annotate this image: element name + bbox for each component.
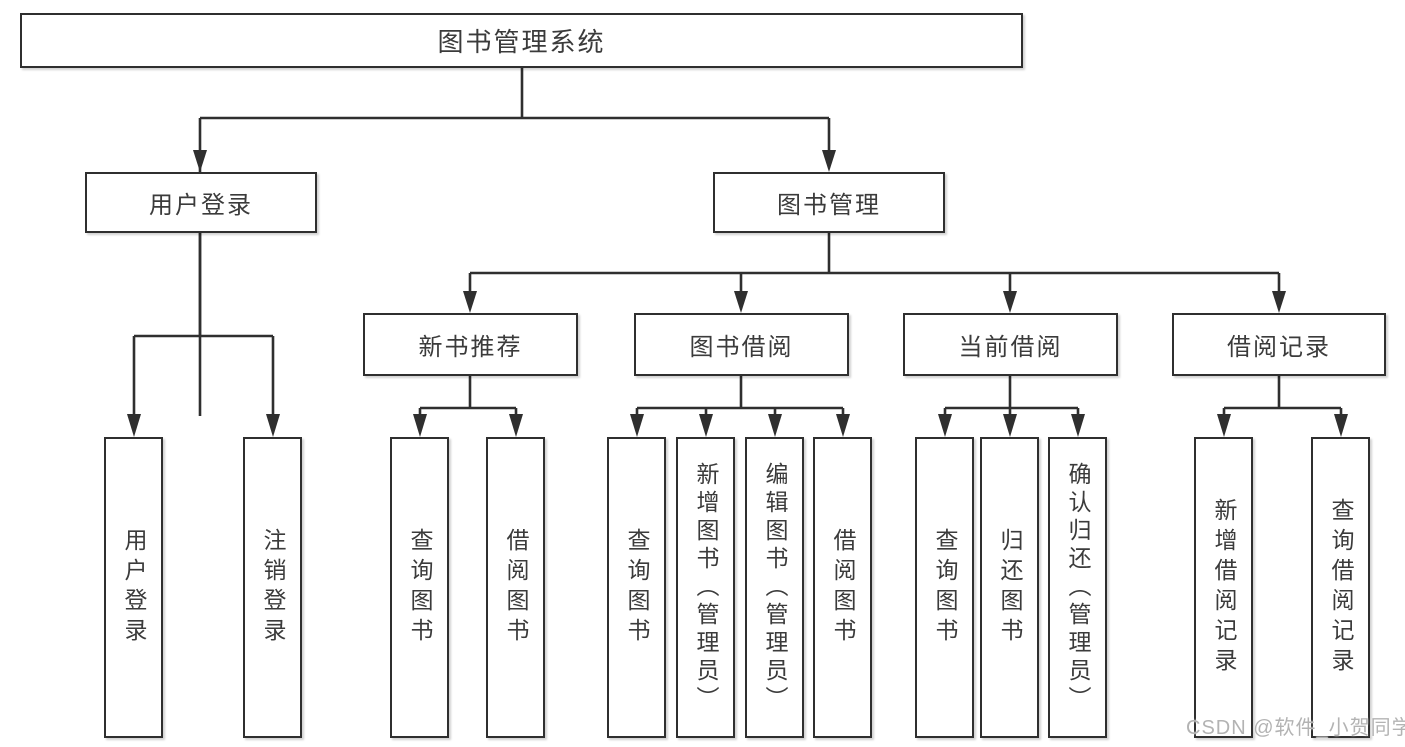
node-library-management-system: 图书管理系统: [20, 13, 1023, 68]
leaf-add-books-admin: 新增图书（管理员）: [676, 437, 735, 738]
leaf-borrow-books: 借阅图书: [813, 437, 872, 738]
node-current-borrowing: 当前借阅: [903, 313, 1118, 376]
leaf-logout-login: 注销登录: [243, 437, 302, 738]
leaf-add-borrow-record: 新增借阅记录: [1194, 437, 1253, 738]
leaf-borrow-books-recommend: 借阅图书: [486, 437, 545, 738]
connector-new-book-children: [413, 376, 523, 437]
connector-user-login-children: [127, 233, 280, 437]
node-new-book-recommend: 新书推荐: [363, 313, 578, 376]
node-user-login: 用户登录: [85, 172, 317, 233]
leaf-query-books-recommend: 查询图书: [390, 437, 449, 738]
leaf-query-borrow-record: 查询借阅记录: [1311, 437, 1370, 738]
connector-book-borrowing-children: [630, 376, 850, 437]
node-book-management: 图书管理: [713, 172, 945, 233]
leaf-return-books: 归还图书: [980, 437, 1039, 738]
connector-book-management-children: [463, 233, 1286, 313]
node-book-borrowing: 图书借阅: [634, 313, 849, 376]
node-borrow-records: 借阅记录: [1172, 313, 1386, 376]
leaf-query-books-borrowing: 查询图书: [607, 437, 666, 738]
connector-borrow-records-children: [1217, 376, 1348, 437]
leaf-query-books-current: 查询图书: [915, 437, 974, 738]
csdn-watermark: CSDN @软件_小贺同学: [1186, 717, 1405, 739]
leaf-user-login: 用户登录: [104, 437, 163, 738]
connector-current-borrowing-children: [938, 376, 1085, 437]
leaf-edit-books-admin: 编辑图书（管理员）: [745, 437, 804, 738]
leaf-confirm-return-admin: 确认归还（管理员）: [1048, 437, 1107, 738]
